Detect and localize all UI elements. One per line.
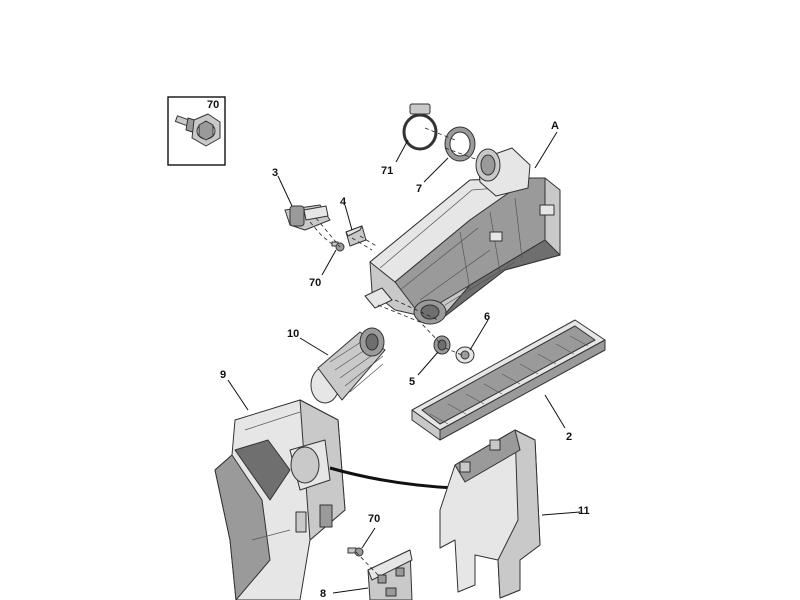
bracket-8 [367, 549, 413, 600]
bolt-inset [167, 96, 226, 166]
callout-10: 10 [287, 328, 299, 340]
callout-70-middle: 70 [309, 277, 321, 289]
bolt-icon [174, 113, 221, 147]
callout-5: 5 [409, 376, 415, 388]
callout-6: 6 [484, 311, 490, 323]
callout-9: 9 [220, 369, 226, 381]
callout-2: 2 [566, 431, 572, 443]
filter-element-2 [411, 319, 606, 441]
callout-70-lower: 70 [368, 513, 380, 525]
sensor-3 [284, 204, 331, 231]
callout-7: 7 [416, 183, 422, 195]
cover-11 [439, 429, 541, 599]
callout-4: 4 [340, 196, 347, 208]
bolt-70-lower [347, 547, 364, 557]
callout-8: 8 [320, 588, 326, 600]
bellows-hose-10 [310, 327, 386, 404]
clip-71 [402, 103, 438, 151]
seal-ring-7 [444, 126, 476, 162]
callout-11: 11 [578, 505, 590, 517]
callout-a: A [551, 120, 559, 132]
callout-70-box: 70 [207, 99, 219, 111]
assembly-dashed-lines [309, 127, 479, 576]
bolt-70-middle [331, 241, 345, 252]
air-filter-housing [364, 147, 561, 325]
callout-labels: A 70 71 7 3 4 70 10 6 5 9 2 11 70 8 [207, 99, 590, 600]
connecting-hose [329, 466, 456, 490]
intake-duct-9 [214, 399, 346, 600]
callout-3: 3 [272, 167, 278, 179]
leader-lines [227, 131, 581, 594]
nut-6 [455, 346, 475, 364]
clip-4 [345, 225, 367, 247]
callout-71: 71 [381, 165, 393, 177]
